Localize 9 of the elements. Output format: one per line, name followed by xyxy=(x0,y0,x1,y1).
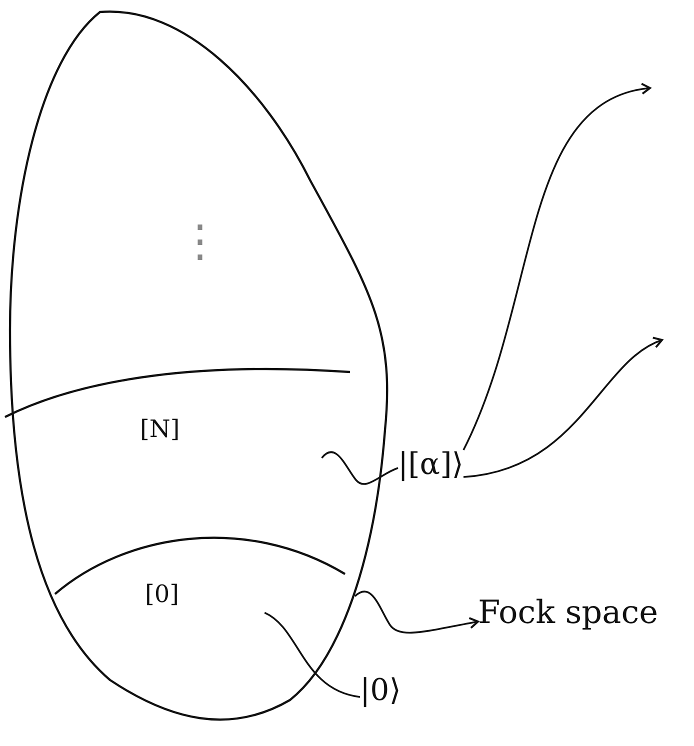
region-label: [0] xyxy=(145,582,179,606)
arrow xyxy=(462,84,651,450)
ellipsis-dots: ⋮ xyxy=(178,220,222,264)
text-label: Fock space xyxy=(478,596,658,628)
region-label: [N] xyxy=(140,417,180,441)
state-label: |0⟩ xyxy=(360,676,401,706)
state-label: |[α]⟩ xyxy=(398,450,464,480)
leader-line xyxy=(264,612,360,698)
arrow xyxy=(463,338,663,478)
